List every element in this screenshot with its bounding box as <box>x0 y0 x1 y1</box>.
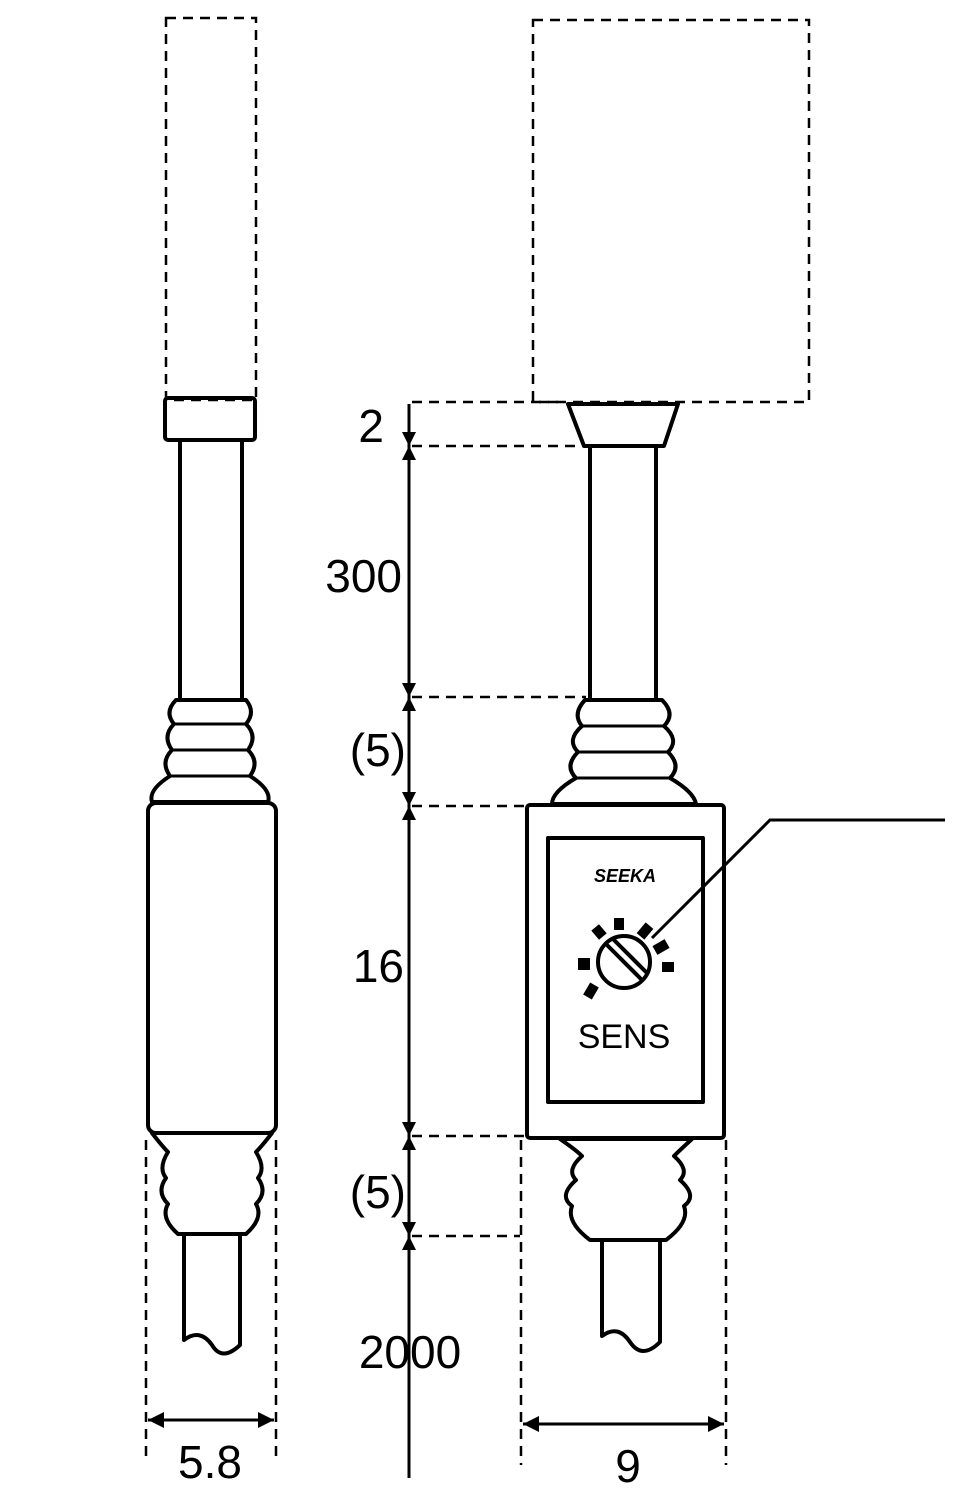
lower-boot-length-value: (5) <box>350 1166 406 1218</box>
upper-boot-length-value: (5) <box>350 724 406 776</box>
side-view-upper-cable <box>178 440 244 702</box>
side-view-body <box>146 801 278 1135</box>
upper-cable-length-value: 300 <box>325 550 402 602</box>
side-view: 5.8 <box>144 16 278 1488</box>
sensitivity-adjuster-icon <box>578 918 674 1000</box>
sens-label: SENS <box>578 1018 671 1056</box>
side-view-boot-rings <box>168 722 252 778</box>
brand-logo: SEEKA <box>594 866 656 886</box>
front-view-upper-cable <box>588 444 658 702</box>
side-width-value: 5.8 <box>178 1436 242 1488</box>
front-view-boot-rings <box>574 724 672 780</box>
body-height-value: 16 <box>353 940 404 992</box>
front-view-lower-cable <box>600 1238 662 1353</box>
front-view-extension-lines <box>519 1140 728 1465</box>
side-view-phantom-head <box>164 16 258 402</box>
front-view: SEEKA SENS 9 <box>519 18 945 1492</box>
side-view-extension-lines <box>144 1140 278 1462</box>
front-view-label-panel <box>546 836 705 1104</box>
side-view-cap <box>163 396 257 442</box>
lower-cable-length-value: 2000 <box>359 1326 461 1378</box>
front-view-lower-boot <box>558 1137 694 1242</box>
vertical-extension-lines <box>412 400 586 1238</box>
adjuster-leader-line <box>650 818 945 940</box>
front-view-phantom-head <box>531 18 811 404</box>
side-view-lower-boot <box>150 1131 274 1236</box>
cap-height-value: 2 <box>358 400 384 452</box>
front-width-value: 9 <box>615 1440 641 1492</box>
front-view-cap <box>566 402 680 448</box>
vertical-dimension-chain: 2 300 (5) 16 (5) 2000 <box>325 400 586 1478</box>
dimension-arrowheads <box>402 432 416 1250</box>
side-width-dimension-line <box>148 1412 274 1428</box>
front-width-dimension-line <box>523 1416 724 1432</box>
side-view-lower-cable <box>182 1232 242 1356</box>
